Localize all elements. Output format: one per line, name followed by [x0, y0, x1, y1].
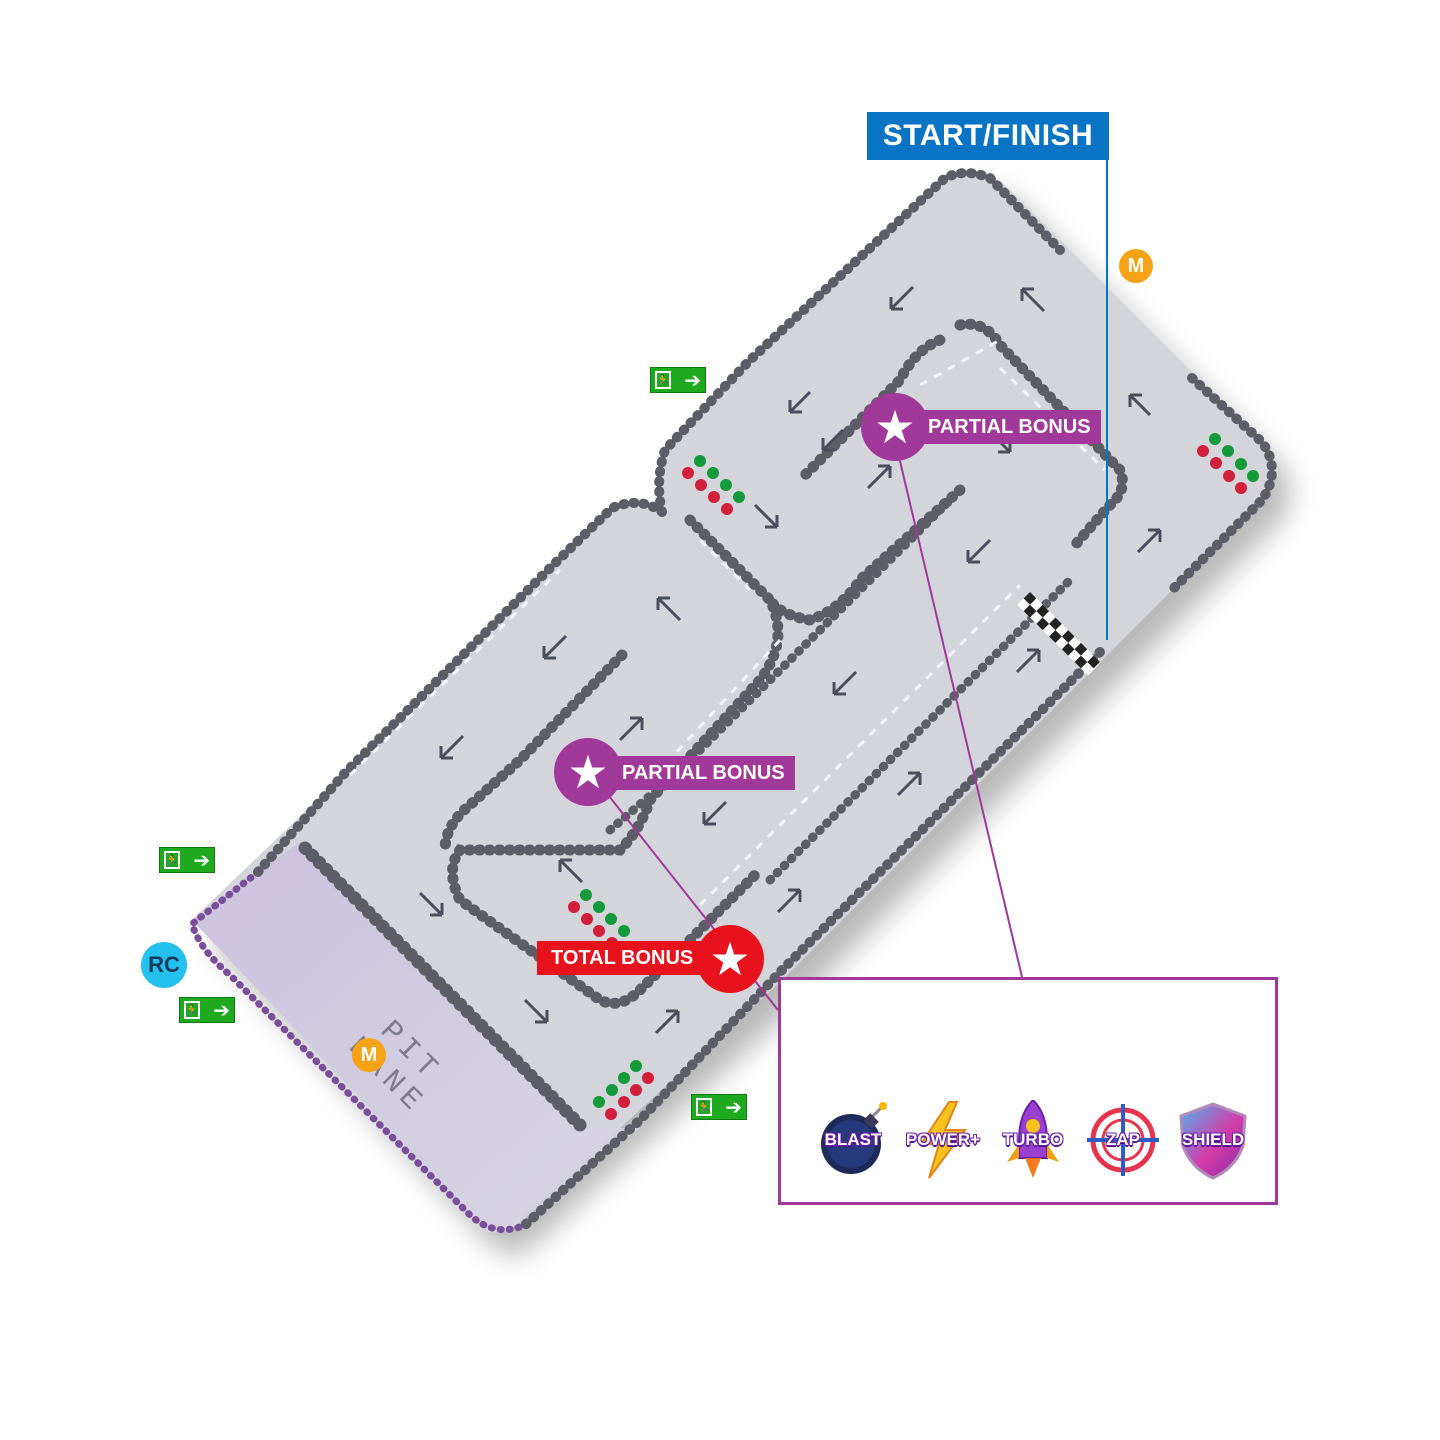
start-lights-3 [568, 889, 630, 949]
partial-bonus-text-mid: PARTIAL BONUS [622, 761, 785, 784]
partial-bonus-star-mid: ★ [554, 738, 622, 806]
arrow-right-icon: ➔ [725, 1095, 742, 1119]
crosshair-icon [1087, 1104, 1159, 1176]
emergency-exit-icon: 🏃 [696, 1098, 712, 1116]
bomb-icon [821, 1102, 887, 1174]
start-lights-2 [1197, 433, 1259, 494]
inner-barrier-3 [764, 484, 966, 626]
checkered-start-line [1017, 592, 1101, 676]
emergency-exit-icon: 🏃 [164, 851, 180, 869]
star-icon: ★ [567, 745, 609, 799]
lane-line [348, 338, 1107, 907]
powerup-power-plus: POWER+ [903, 1100, 983, 1180]
partial-bonus-star-top: ★ [861, 393, 929, 461]
powerup-turbo: TURBO [993, 1100, 1073, 1180]
arrow-right-icon: ➔ [684, 368, 701, 392]
start-lights-4 [593, 1060, 654, 1120]
powerups-panel: BLAST POWER+ TURBO ZAP [778, 977, 1278, 1205]
start-lights-1 [682, 455, 745, 515]
marshal-marker-top: M [1119, 249, 1153, 283]
pit-divider-barrier [298, 841, 587, 1132]
emergency-exit-sign-2: 🏃➔ [159, 847, 215, 873]
inner-barrier-4 [439, 649, 628, 856]
powerup-zap: ZAP [1083, 1100, 1163, 1180]
inner-barrier-2 [794, 318, 1128, 551]
lightning-bolt-icon [919, 1101, 967, 1179]
shield-icon [1179, 1102, 1247, 1180]
total-bonus-text: TOTAL BONUS [551, 946, 694, 969]
pit-lane-area [192, 842, 640, 1232]
inner-barrier-1 [447, 514, 784, 1009]
emergency-exit-icon: 🏃 [655, 371, 671, 389]
powerup-blast: BLAST [813, 1100, 893, 1180]
emergency-exit-icon: 🏃 [184, 1001, 200, 1019]
partial-bonus-text-top: PARTIAL BONUS [928, 415, 1091, 438]
total-bonus-star: ★ [696, 925, 764, 993]
marshal-marker-pit: M [352, 1038, 386, 1072]
emergency-exit-sign-1: 🏃➔ [650, 367, 706, 393]
rocket-icon [1007, 1100, 1059, 1178]
emergency-exit-sign-4: 🏃➔ [691, 1094, 747, 1120]
arrow-right-icon: ➔ [213, 998, 230, 1022]
star-icon: ★ [709, 932, 751, 986]
start-finish-label: START/FINISH [867, 112, 1109, 160]
pit-lane-barrier [187, 868, 529, 1234]
race-control-marker: RC [141, 942, 187, 988]
outer-tyre-barrier [253, 168, 1277, 1230]
powerup-shield: SHIELD [1173, 1100, 1253, 1180]
arrow-right-icon: ➔ [193, 848, 210, 872]
emergency-exit-sign-3: 🏃➔ [179, 997, 235, 1023]
star-icon: ★ [874, 400, 916, 454]
